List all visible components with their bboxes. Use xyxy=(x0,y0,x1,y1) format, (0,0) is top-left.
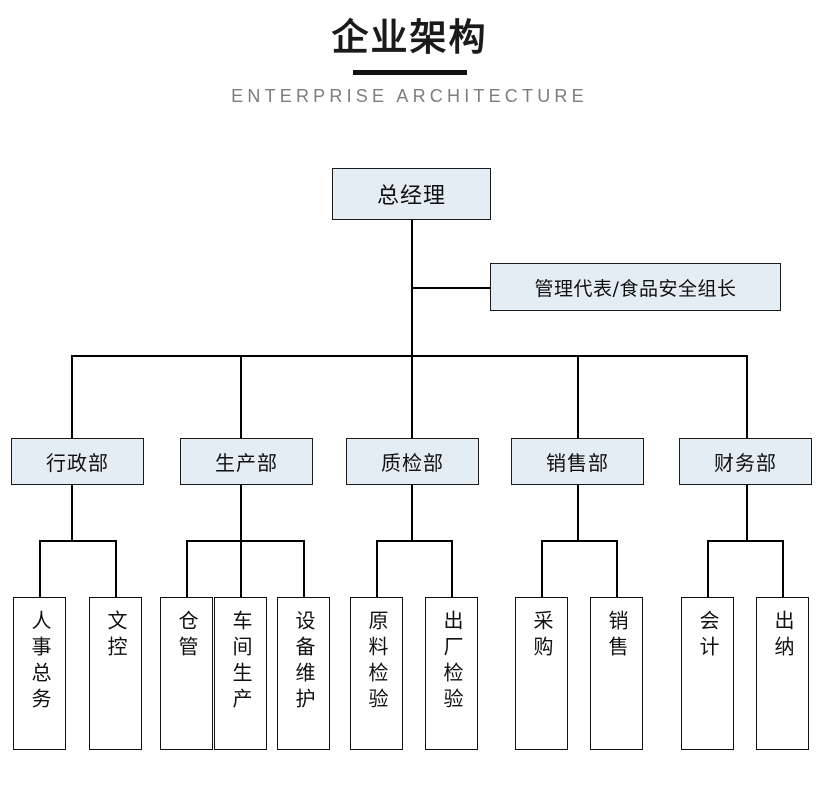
connector-drop-finance xyxy=(746,355,748,439)
node-label: 管理代表/食品安全组长 xyxy=(534,277,737,300)
connector-department-bus xyxy=(71,355,747,357)
node-department-quality[interactable]: 质检部 xyxy=(346,438,479,485)
node-leaf-purchasing[interactable]: 采购 xyxy=(515,597,568,750)
connector-sales-stem xyxy=(577,485,579,541)
node-department-admin[interactable]: 行政部 xyxy=(11,438,144,485)
connector-admin-child-2 xyxy=(115,540,117,597)
node-management-representative[interactable]: 管理代表/食品安全组长 xyxy=(490,263,781,311)
node-leaf-warehouse[interactable]: 仓管 xyxy=(160,597,213,750)
connector-production-child-2 xyxy=(240,540,242,597)
node-leaf-maintenance[interactable]: 设备维护 xyxy=(277,597,330,750)
node-leaf-selling[interactable]: 销售 xyxy=(590,597,643,750)
node-label: 总经理 xyxy=(376,184,446,209)
connector-quality-child-1 xyxy=(376,540,378,597)
node-leaf-doc-control[interactable]: 文控 xyxy=(89,597,142,750)
node-label: 车间生产 xyxy=(229,610,253,714)
connector-finance-child-1 xyxy=(707,540,709,597)
node-leaf-cashier[interactable]: 出纳 xyxy=(756,597,809,750)
connector-sales-child-1 xyxy=(541,540,543,597)
connector-drop-quality xyxy=(411,355,413,439)
node-label: 生产部 xyxy=(215,451,278,475)
node-department-sales[interactable]: 销售部 xyxy=(511,438,644,485)
node-department-production[interactable]: 生产部 xyxy=(180,438,313,485)
node-label: 设备维护 xyxy=(292,610,316,714)
node-leaf-hr-affairs[interactable]: 人事总务 xyxy=(13,597,66,750)
node-label: 销售部 xyxy=(546,451,609,475)
node-label: 销售 xyxy=(605,610,629,662)
connector-quality-child-2 xyxy=(451,540,453,597)
connector-drop-production xyxy=(240,355,242,439)
node-leaf-raw-inspection[interactable]: 原料检验 xyxy=(350,597,403,750)
node-label: 出厂检验 xyxy=(440,610,464,714)
connector-production-stem xyxy=(240,485,242,541)
connector-finance-bus xyxy=(707,540,783,542)
connector-admin-child-1 xyxy=(39,540,41,597)
connector-production-child-1 xyxy=(186,540,188,597)
connector-drop-sales xyxy=(577,355,579,439)
connector-finance-stem xyxy=(746,485,748,541)
connector-production-child-3 xyxy=(303,540,305,597)
node-label: 仓管 xyxy=(175,610,199,662)
connector-sales-child-2 xyxy=(616,540,618,597)
node-label: 文控 xyxy=(104,610,128,662)
connector-drop-admin xyxy=(71,355,73,439)
page-title: 企业架构 xyxy=(331,16,488,59)
connector-quality-bus xyxy=(376,540,452,542)
node-label: 会计 xyxy=(696,610,720,662)
connector-production-bus xyxy=(186,540,304,542)
node-label: 采购 xyxy=(530,610,554,662)
node-leaf-accounting[interactable]: 会计 xyxy=(681,597,734,750)
connector-sales-bus xyxy=(541,540,617,542)
node-label: 原料检验 xyxy=(365,610,389,714)
node-label: 财务部 xyxy=(714,451,777,475)
connector-staff-branch xyxy=(411,287,491,289)
node-label: 人事总务 xyxy=(28,610,52,714)
connector-admin-stem xyxy=(71,485,73,541)
connector-finance-child-2 xyxy=(782,540,784,597)
page-subtitle: ENTERPRISE ARCHITECTURE xyxy=(231,86,588,106)
node-label: 出纳 xyxy=(771,610,795,662)
node-label: 质检部 xyxy=(381,451,444,475)
node-leaf-outgoing-inspection[interactable]: 出厂检验 xyxy=(425,597,478,750)
connector-quality-stem xyxy=(411,485,413,541)
connector-admin-bus xyxy=(39,540,116,542)
node-department-finance[interactable]: 财务部 xyxy=(679,438,812,485)
node-general-manager[interactable]: 总经理 xyxy=(332,168,491,220)
node-leaf-workshop[interactable]: 车间生产 xyxy=(214,597,267,750)
title-divider xyxy=(352,70,467,75)
node-label: 行政部 xyxy=(46,451,109,475)
